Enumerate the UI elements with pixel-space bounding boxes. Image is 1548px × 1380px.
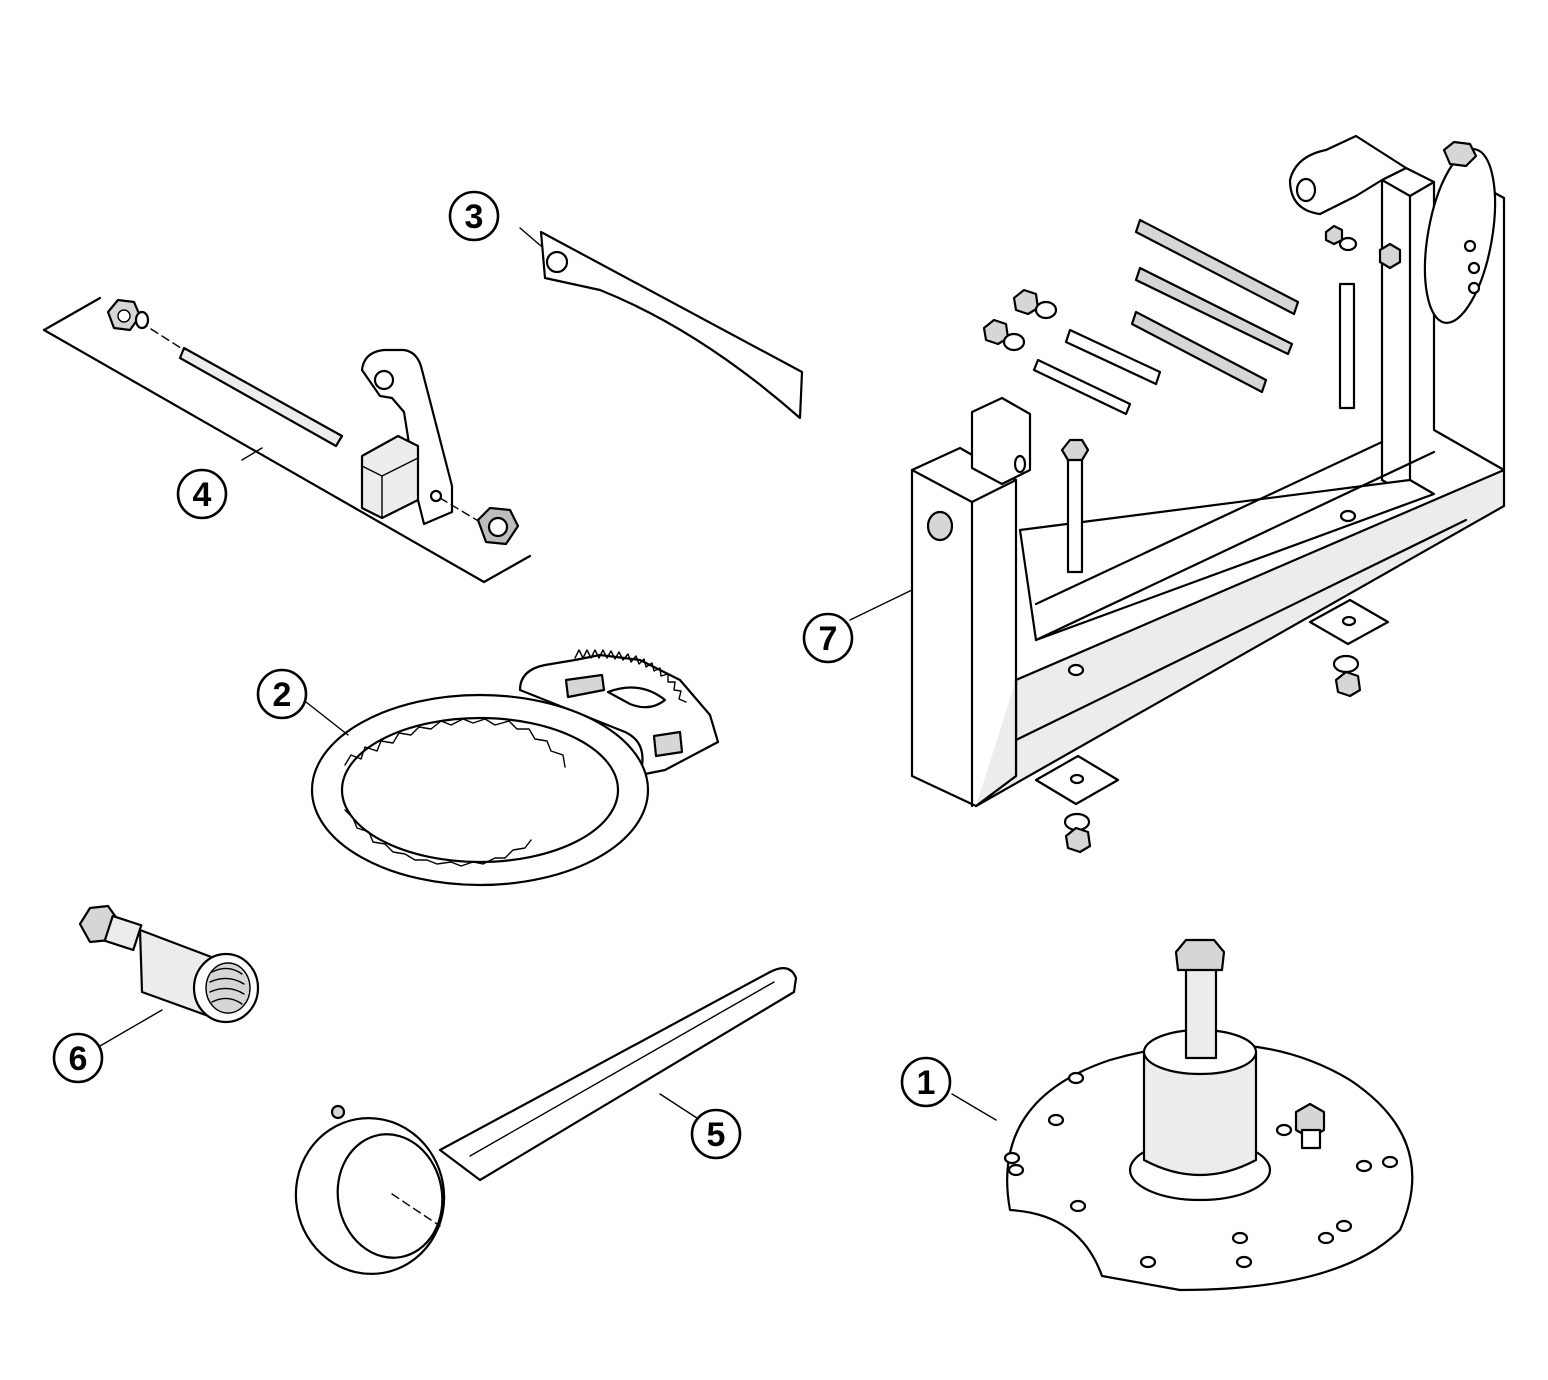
- callout-6: 6: [52, 1032, 104, 1084]
- callout-5: 5: [690, 1108, 742, 1160]
- callout-5-label: 5: [707, 1116, 726, 1154]
- callout-7-label: 7: [819, 620, 838, 658]
- callout-4: 4: [176, 468, 228, 520]
- callout-1-label: 1: [917, 1064, 936, 1102]
- callout-2: 2: [256, 668, 308, 720]
- callout-6-label: 6: [69, 1040, 88, 1078]
- callout-3: 3: [448, 190, 500, 242]
- part-5-ring-wrench: [294, 967, 798, 1275]
- callout-7: 7: [802, 612, 854, 664]
- callout-2-label: 2: [273, 676, 292, 714]
- part-7-stand-frame: [849, 134, 1506, 854]
- part-4-bracket-assembly: [42, 296, 532, 584]
- callout-4-label: 4: [193, 476, 212, 514]
- callout-3-label: 3: [465, 198, 484, 236]
- part-1-base-plate: [951, 938, 1414, 1292]
- part-6-threaded-adapter: [78, 904, 260, 1047]
- part-3-strip: [519, 227, 804, 420]
- part-2-ring-tool: [305, 649, 720, 887]
- callout-1: 1: [900, 1056, 952, 1108]
